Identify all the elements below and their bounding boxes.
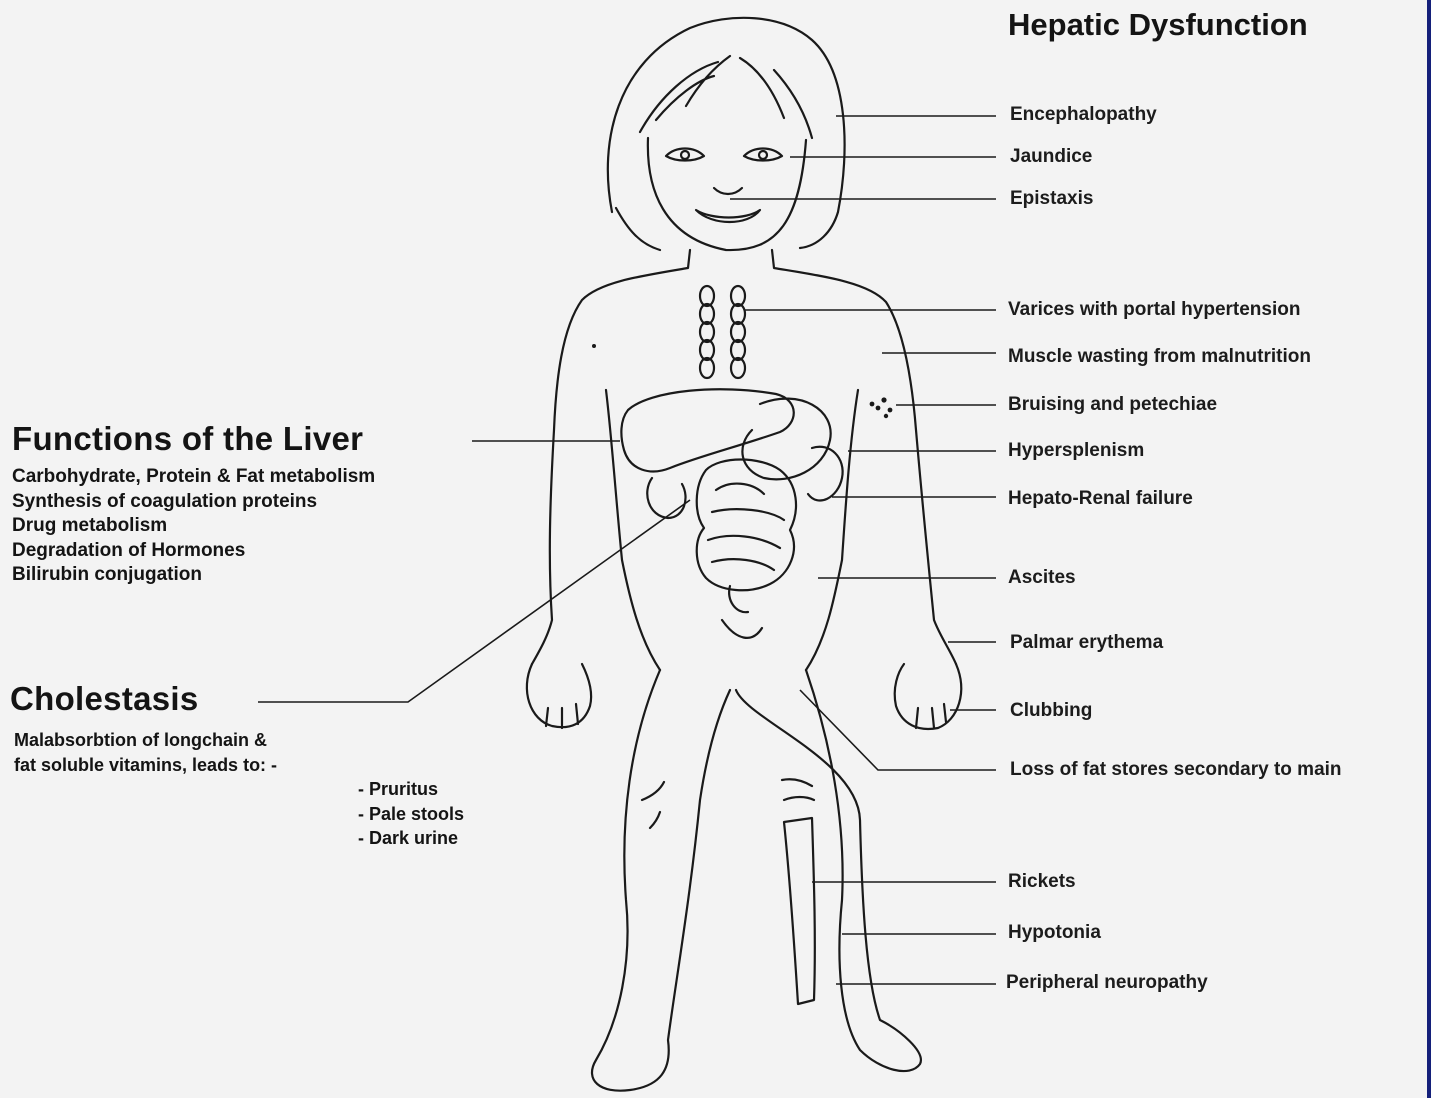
label-jaundice: Jaundice (1010, 146, 1092, 168)
effect-item: - Pruritus (358, 777, 464, 802)
label-bruising: Bruising and petechiae (1008, 394, 1217, 416)
cholestasis-line: Malabsorbtion of longchain & (14, 728, 277, 753)
right-hand (895, 664, 961, 729)
cholestasis-title: Cholestasis (10, 680, 199, 718)
label-palmar-erythema: Palmar erythema (1010, 632, 1163, 654)
nose (714, 188, 742, 194)
cholestasis-description: Malabsorbtion of longchain & fat soluble… (14, 728, 277, 777)
cholestasis-effects: - Pruritus - Pale stools - Dark urine (358, 777, 464, 851)
functions-list: Carbohydrate, Protein & Fat metabolism S… (12, 465, 375, 588)
label-hypotonia: Hypotonia (1008, 922, 1101, 944)
function-item: Carbohydrate, Protein & Fat metabolism (12, 465, 375, 490)
label-hepato-renal: Hepato-Renal failure (1008, 488, 1193, 510)
bruise-marks (592, 344, 892, 418)
hair-outline (608, 18, 845, 248)
functions-title: Functions of the Liver (12, 420, 363, 458)
label-rickets: Rickets (1008, 871, 1076, 893)
function-item: Degradation of Hormones (12, 539, 375, 564)
hepatic-title: Hepatic Dysfunction (1008, 7, 1308, 43)
label-ascites: Ascites (1008, 567, 1076, 589)
varices-beads (700, 286, 745, 378)
mouth (696, 210, 760, 222)
frame-edge (1427, 0, 1431, 1098)
label-fat-stores: Loss of fat stores secondary to main (1010, 759, 1427, 781)
leg-bone (784, 818, 815, 1004)
cholestasis-line: fat soluble vitamins, leads to: - (14, 753, 277, 778)
label-encephalopathy: Encephalopathy (1010, 104, 1157, 126)
label-varices: Varices with portal hypertension (1008, 299, 1300, 321)
gallbladder (647, 478, 685, 518)
label-peripheral-neuropathy: Peripheral neuropathy (1006, 972, 1208, 994)
label-clubbing: Clubbing (1010, 700, 1092, 722)
left-leg (592, 670, 730, 1091)
right-leg (736, 670, 921, 1071)
function-item: Synthesis of coagulation proteins (12, 490, 375, 515)
left-hand (527, 664, 591, 727)
function-item: Drug metabolism (12, 514, 375, 539)
effect-item: - Pale stools (358, 802, 464, 827)
hair-fringe (640, 56, 812, 138)
label-hypersplenism: Hypersplenism (1008, 440, 1144, 462)
label-muscle-wasting: Muscle wasting from malnutrition (1008, 346, 1311, 368)
function-item: Bilirubin conjugation (12, 563, 375, 588)
torso-outline (532, 250, 690, 664)
effect-item: - Dark urine (358, 826, 464, 851)
label-epistaxis: Epistaxis (1010, 188, 1093, 210)
